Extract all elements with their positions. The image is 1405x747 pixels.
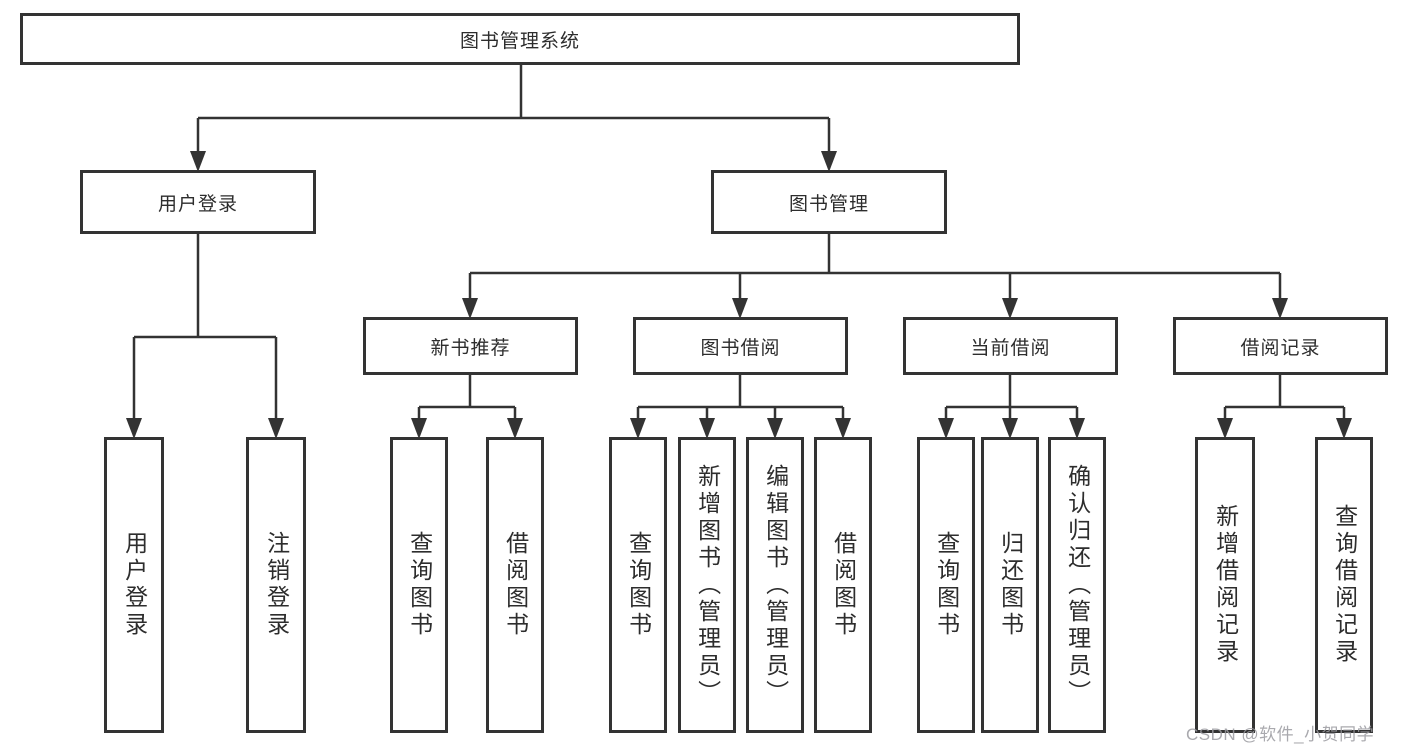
node-root: 图书管理系统 bbox=[20, 13, 1020, 65]
arrowhead-icon bbox=[938, 418, 954, 439]
node-recommend-borrow-books: 借阅图书 bbox=[486, 437, 544, 733]
node-current-borrowing: 当前借阅 bbox=[903, 317, 1118, 375]
node-label: 确认归还（管理员） bbox=[1064, 463, 1091, 707]
node-confirm-return-admin: 确认归还（管理员） bbox=[1048, 437, 1106, 733]
csdn-watermark: CSDN @软件_小贺同学 bbox=[1186, 725, 1375, 744]
connector-current-borrowing-children bbox=[938, 375, 1085, 439]
arrowhead-icon bbox=[821, 151, 837, 172]
arrowhead-icon bbox=[835, 418, 851, 439]
node-logout: 注销登录 bbox=[246, 437, 306, 733]
node-recommend-query-books: 查询图书 bbox=[390, 437, 448, 733]
node-label: 查询借阅记录 bbox=[1331, 504, 1358, 666]
arrowhead-icon bbox=[411, 418, 427, 439]
node-user-login-leaf: 用户登录 bbox=[104, 437, 164, 733]
arrowhead-icon bbox=[732, 298, 748, 319]
arrowhead-icon bbox=[767, 418, 783, 439]
connector-book-borrowing-children bbox=[630, 375, 851, 439]
node-borrow-books: 借阅图书 bbox=[814, 437, 872, 733]
node-borrowing-query-books: 查询图书 bbox=[609, 437, 667, 733]
connector-book-management-children bbox=[462, 234, 1288, 319]
node-new-book-recommend: 新书推荐 bbox=[363, 317, 578, 375]
arrowhead-icon bbox=[1217, 418, 1233, 439]
node-label: 新增借阅记录 bbox=[1212, 504, 1239, 666]
node-return-books: 归还图书 bbox=[981, 437, 1039, 733]
node-label: 借阅图书 bbox=[830, 531, 857, 639]
node-book-management: 图书管理 bbox=[711, 170, 947, 234]
connector-borrowing-records-children bbox=[1217, 375, 1352, 439]
arrowhead-icon bbox=[1272, 298, 1288, 319]
arrowhead-icon bbox=[699, 418, 715, 439]
arrowhead-icon bbox=[462, 298, 478, 319]
node-label: 用户登录 bbox=[121, 531, 148, 639]
arrowhead-icon bbox=[268, 418, 284, 439]
node-label: 注销登录 bbox=[263, 531, 290, 639]
arrowhead-icon bbox=[1069, 418, 1085, 439]
node-add-borrow-record: 新增借阅记录 bbox=[1195, 437, 1255, 733]
node-current-query-books: 查询图书 bbox=[917, 437, 975, 733]
node-label: 借阅图书 bbox=[502, 531, 529, 639]
arrowhead-icon bbox=[126, 418, 142, 439]
node-label: 查询图书 bbox=[406, 531, 433, 639]
node-label: 归还图书 bbox=[997, 531, 1024, 639]
node-label: 编辑图书（管理员） bbox=[762, 463, 789, 707]
arrowhead-icon bbox=[1002, 418, 1018, 439]
arrowhead-icon bbox=[507, 418, 523, 439]
node-query-borrow-record: 查询借阅记录 bbox=[1315, 437, 1373, 733]
arrowhead-icon bbox=[190, 151, 206, 172]
node-book-borrowing: 图书借阅 bbox=[633, 317, 848, 375]
arrowhead-icon bbox=[1002, 298, 1018, 319]
connector-new-book-children bbox=[411, 375, 523, 439]
node-user-login: 用户登录 bbox=[80, 170, 316, 234]
node-label: 查询图书 bbox=[625, 531, 652, 639]
node-label: 新增图书（管理员） bbox=[694, 463, 721, 707]
arrowhead-icon bbox=[630, 418, 646, 439]
connector-root-to-level2 bbox=[190, 65, 837, 172]
arrowhead-icon bbox=[1336, 418, 1352, 439]
node-label: 查询图书 bbox=[933, 531, 960, 639]
node-add-books-admin: 新增图书（管理员） bbox=[678, 437, 736, 733]
node-borrowing-records: 借阅记录 bbox=[1173, 317, 1388, 375]
node-edit-books-admin: 编辑图书（管理员） bbox=[746, 437, 804, 733]
connector-user-login-children bbox=[126, 234, 284, 439]
